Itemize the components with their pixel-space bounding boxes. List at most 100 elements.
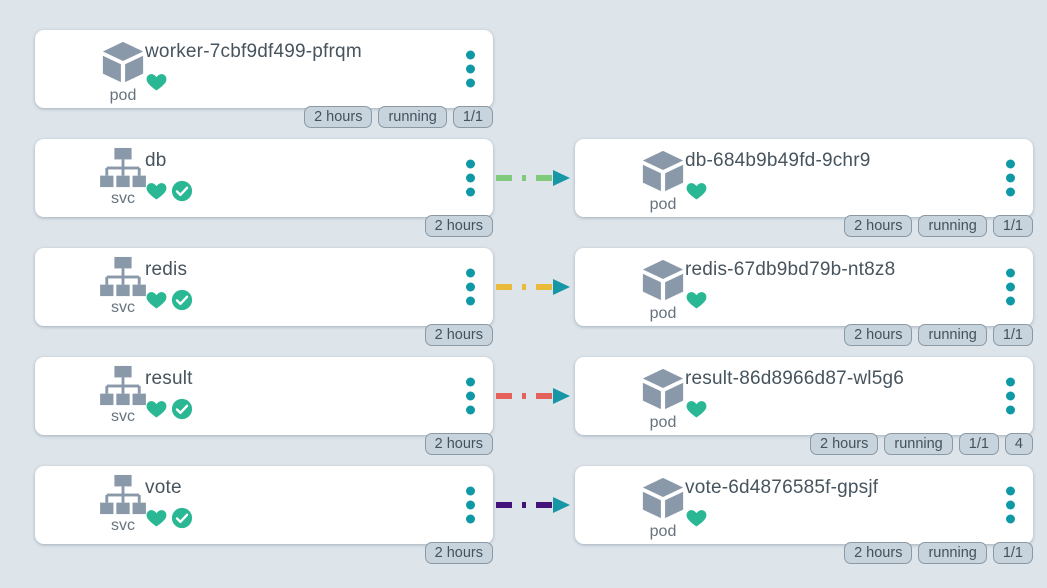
status-badge: 1/1 bbox=[992, 542, 1033, 564]
status-badge: 4 bbox=[1004, 433, 1033, 455]
kebab-menu-button[interactable] bbox=[1000, 372, 1021, 421]
node-result-svc[interactable]: svc result 2 hours bbox=[35, 357, 493, 455]
status-badge: 1/1 bbox=[452, 106, 493, 128]
status-badge: 2 hours bbox=[424, 542, 493, 564]
kebab-dot bbox=[466, 282, 475, 292]
check-circle-icon bbox=[171, 507, 193, 529]
resource-icon-block: svc bbox=[91, 365, 155, 426]
kebab-dot bbox=[466, 78, 475, 88]
check-circle-icon bbox=[171, 289, 193, 311]
resource-kind-label: pod bbox=[649, 305, 677, 322]
heart-health-icon bbox=[146, 74, 167, 91]
heart-health-icon bbox=[146, 292, 167, 309]
status-badge: 2 hours bbox=[424, 324, 493, 346]
kebab-dot bbox=[1006, 268, 1015, 278]
node-redis-svc[interactable]: svc redis 2 hours bbox=[35, 248, 493, 346]
kebab-menu-button[interactable] bbox=[460, 481, 481, 530]
status-badge: 1/1 bbox=[958, 433, 999, 455]
kebab-menu-button[interactable] bbox=[1000, 481, 1021, 530]
status-badge: 2 hours bbox=[844, 324, 913, 346]
arrowhead-icon bbox=[553, 279, 570, 295]
resource-icon-block: pod bbox=[631, 474, 695, 541]
pod-cube-icon bbox=[642, 259, 684, 301]
status-badge: 2 hours bbox=[424, 215, 493, 237]
service-tree-icon bbox=[100, 365, 146, 406]
resource-title: worker-7cbf9df499-pfrqm bbox=[145, 41, 362, 62]
kebab-dot bbox=[466, 405, 475, 415]
status-badge: running bbox=[918, 324, 987, 346]
kebab-dot bbox=[466, 486, 475, 496]
check-circle-icon bbox=[171, 180, 193, 202]
kebab-dot bbox=[466, 391, 475, 401]
pod-cube-icon bbox=[642, 368, 684, 410]
resource-title: redis bbox=[145, 259, 188, 280]
health-status-icons bbox=[685, 289, 708, 311]
node-vote-svc[interactable]: svc vote 2 hours bbox=[35, 466, 493, 564]
service-tree-icon bbox=[100, 147, 146, 188]
kebab-menu-button[interactable] bbox=[460, 372, 481, 421]
kebab-dot bbox=[466, 187, 475, 197]
service-tree-icon bbox=[100, 474, 146, 515]
resource-kind-label: svc bbox=[111, 408, 135, 425]
resource-icon-block: pod bbox=[631, 256, 695, 323]
resource-title: redis-67db9bd79b-nt8z8 bbox=[685, 259, 896, 280]
kebab-menu-button[interactable] bbox=[460, 154, 481, 203]
resource-kind-label: pod bbox=[649, 414, 677, 431]
health-status-icons bbox=[145, 507, 193, 529]
kebab-menu-button[interactable] bbox=[460, 263, 481, 312]
check-circle-icon bbox=[171, 398, 193, 420]
health-status-icons bbox=[145, 398, 193, 420]
kebab-dot bbox=[1006, 391, 1015, 401]
resource-icon-block: svc bbox=[91, 256, 155, 317]
health-status-icons bbox=[685, 180, 708, 202]
node-db-svc[interactable]: svc db 2 hours bbox=[35, 139, 493, 237]
kebab-menu-button[interactable] bbox=[1000, 154, 1021, 203]
pod-cube-icon bbox=[642, 150, 684, 192]
kebab-menu-button[interactable] bbox=[1000, 263, 1021, 312]
status-badge: 2 hours bbox=[304, 106, 373, 128]
kebab-dot bbox=[466, 159, 475, 169]
kebab-dot bbox=[466, 64, 475, 74]
resource-icon-block: pod bbox=[631, 147, 695, 214]
kebab-dot bbox=[1006, 486, 1015, 496]
badge-row: 2 hours bbox=[424, 542, 493, 564]
arrowhead-icon bbox=[553, 497, 570, 513]
resource-title: db bbox=[145, 150, 167, 171]
kebab-dot bbox=[466, 514, 475, 524]
kebab-dot bbox=[1006, 514, 1015, 524]
health-status-icons bbox=[145, 180, 193, 202]
status-badge: running bbox=[884, 433, 953, 455]
service-tree-icon bbox=[100, 256, 146, 297]
resource-icon-block: svc bbox=[91, 474, 155, 535]
kebab-dot bbox=[1006, 500, 1015, 510]
kebab-menu-button[interactable] bbox=[460, 45, 481, 94]
heart-health-icon bbox=[686, 183, 707, 200]
kebab-dot bbox=[1006, 187, 1015, 197]
heart-health-icon bbox=[686, 292, 707, 309]
heart-health-icon bbox=[146, 510, 167, 527]
resource-title: vote bbox=[145, 477, 182, 498]
resource-kind-label: svc bbox=[111, 299, 135, 316]
kebab-dot bbox=[466, 173, 475, 183]
heart-health-icon bbox=[686, 401, 707, 418]
status-badge: running bbox=[918, 542, 987, 564]
edge-arrow-result-svc-to-result-pod bbox=[496, 388, 570, 404]
status-badge: 2 hours bbox=[844, 215, 913, 237]
resource-title: db-684b9b49fd-9chr9 bbox=[685, 150, 871, 171]
health-status-icons bbox=[685, 507, 708, 529]
health-status-icons bbox=[685, 398, 708, 420]
kebab-dot bbox=[1006, 377, 1015, 387]
health-status-icons bbox=[145, 71, 168, 93]
kebab-dot bbox=[466, 296, 475, 306]
arrowhead-icon bbox=[553, 388, 570, 404]
kebab-dot bbox=[1006, 282, 1015, 292]
